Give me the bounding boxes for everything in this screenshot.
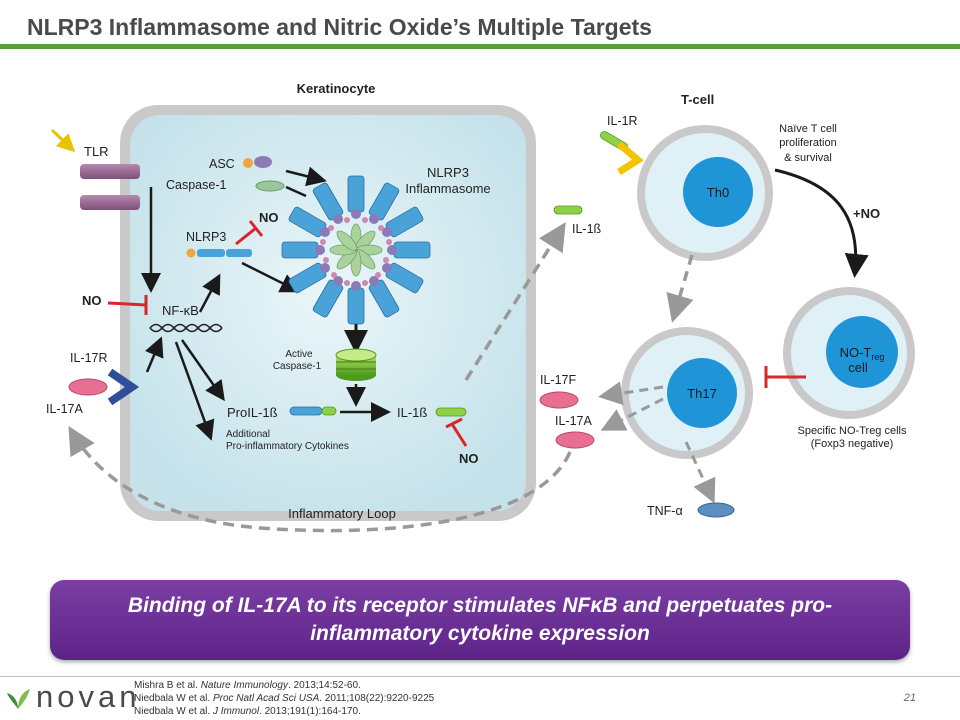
th17-to-il17f-arrow	[598, 381, 664, 406]
inflammasome-label-line2: Inflammasome	[405, 181, 490, 196]
tcell-label: T-cell	[681, 92, 714, 107]
notreg-cell	[783, 287, 915, 419]
tlr-label: TLR	[84, 144, 109, 159]
il1r-receptor	[616, 141, 644, 175]
il17f-protein	[539, 391, 579, 409]
nfkb-to-nlrp3-arrow	[198, 273, 221, 313]
il1b-inside-protein	[435, 407, 467, 417]
title-divider	[0, 44, 960, 49]
no-inhibitor-il1b	[445, 417, 468, 447]
il1b-inside-label: IL-1ß	[397, 405, 427, 420]
specific-notreg-line1: Specific NO-Treg cells	[797, 425, 907, 437]
inflammatory-loop-label: Inflammatory Loop	[288, 506, 396, 521]
tlr-ligand-arrow	[50, 128, 76, 153]
naive-tcell-line1: Naïve T cell	[779, 123, 837, 135]
plus-no-label: +NO	[853, 206, 880, 221]
naive-tcell-line3: & survival	[784, 152, 832, 164]
inflammatory-loop-arrow	[68, 425, 572, 533]
il17r-label: IL-17R	[70, 351, 108, 365]
th0-cell	[637, 125, 773, 261]
notreg-label: NO-Treg	[840, 345, 885, 362]
proil1b-label: ProIL-1ß	[227, 405, 278, 420]
proil1b-protein	[289, 406, 337, 416]
il17a-protein-right	[555, 431, 595, 449]
notreg-subscript: reg	[871, 352, 884, 362]
il1b-outside-label: IL-1ß	[572, 222, 602, 236]
th0-to-notreg-arrow	[774, 168, 869, 278]
active-caspase-label-line1: Active	[285, 349, 313, 360]
nfkb-label: NF-κB	[162, 303, 199, 318]
footer-divider	[0, 676, 960, 677]
reference-item: Mishra B et al. Nature Immunology. 2013;…	[134, 680, 361, 691]
asc-protein	[243, 156, 272, 168]
nlrp3-to-inflammasome-arrow	[241, 261, 301, 293]
additional-cytokines-line1: Additional	[226, 429, 270, 440]
key-message-text: Binding of IL-17A to its receptor stimul…	[127, 594, 833, 645]
notreg-label-line2: cell	[848, 360, 868, 375]
nfkb-to-cytokines-arrow	[174, 341, 215, 441]
references: Mishra B et al. Nature Immunology. 2013;…	[134, 679, 434, 718]
il17f-label: IL-17F	[540, 373, 576, 387]
specific-notreg-line2: (Foxp3 negative)	[811, 438, 894, 450]
th17-cell	[621, 327, 753, 459]
notreg-main: NO-T	[840, 345, 872, 360]
no-label-nlrp3: NO	[259, 210, 279, 225]
no-inhibitor-nlrp3	[235, 220, 264, 246]
il17a-right-label: IL-17A	[555, 414, 592, 428]
th0-to-th17-arrow	[666, 254, 694, 323]
il17a-left-label: IL-17A	[46, 402, 83, 416]
logo-wordmark: novan	[36, 679, 141, 714]
slide-title: NLRP3 Inflammasome and Nitric Oxide’s Mu…	[27, 14, 652, 40]
keratinocyte-label: Keratinocyte	[297, 81, 376, 96]
caspase1-label: Caspase-1	[166, 178, 226, 192]
il1b-outside-protein	[553, 205, 583, 215]
th17-label: Th17	[687, 386, 717, 401]
nlrp3-label: NLRP3	[186, 230, 226, 244]
caspase-to-inflammasome-arrow	[285, 185, 307, 198]
il17r-to-nfkb-arrow	[144, 336, 164, 373]
reference-item: Niedbala W et al. J Immunol. 2013;191(1)…	[134, 706, 361, 717]
th17-to-il17a-arrow	[600, 397, 664, 431]
additional-cytokines-line2: Pro-inflammatory Cytokines	[226, 441, 349, 452]
page-number: 21	[903, 692, 916, 704]
pathway-diagram: Keratinocyte TLR ASC Caspase-1 NLRP3 NO	[46, 81, 915, 533]
il1b-secretion-arrow	[464, 222, 566, 381]
no-label-nfkb: NO	[82, 293, 102, 308]
no-label-il1b: NO	[459, 451, 479, 466]
il17r-receptor	[107, 368, 140, 406]
th17-to-tnfa-arrow	[684, 441, 716, 504]
tnfa-label: TNF-α	[647, 504, 683, 518]
active-caspase1-disc	[335, 348, 377, 381]
caspase1-protein	[255, 180, 285, 192]
tnfa-protein	[697, 502, 735, 518]
inflammasome-label-line1: NLRP3	[427, 165, 469, 180]
naive-tcell-line2: proliferation	[779, 137, 836, 149]
reference-item: Niedbala W et al. Proc Natl Acad Sci USA…	[134, 693, 435, 704]
key-message-banner: Binding of IL-17A to its receptor stimul…	[50, 580, 910, 660]
company-logo: novan	[4, 679, 141, 714]
il17a-ligand-left	[68, 378, 108, 396]
sprout-icon	[7, 689, 30, 709]
nfkb-to-proil1b-arrow	[180, 339, 225, 402]
dna-helix	[149, 323, 223, 333]
th0-label: Th0	[707, 185, 729, 200]
nlrp3-inflammasome-complex	[281, 175, 431, 325]
active-caspase-label-line2: Caspase-1	[273, 361, 322, 372]
asc-label: ASC	[209, 157, 235, 171]
tlr-receptor	[80, 164, 140, 210]
no-inhibitor-nfkb	[107, 295, 148, 315]
nlrp3-protein	[186, 248, 252, 258]
asc-to-inflammasome-arrow	[285, 166, 327, 187]
notreg-inhibits-th17	[764, 366, 806, 388]
il1r-label: IL-1R	[607, 114, 638, 128]
